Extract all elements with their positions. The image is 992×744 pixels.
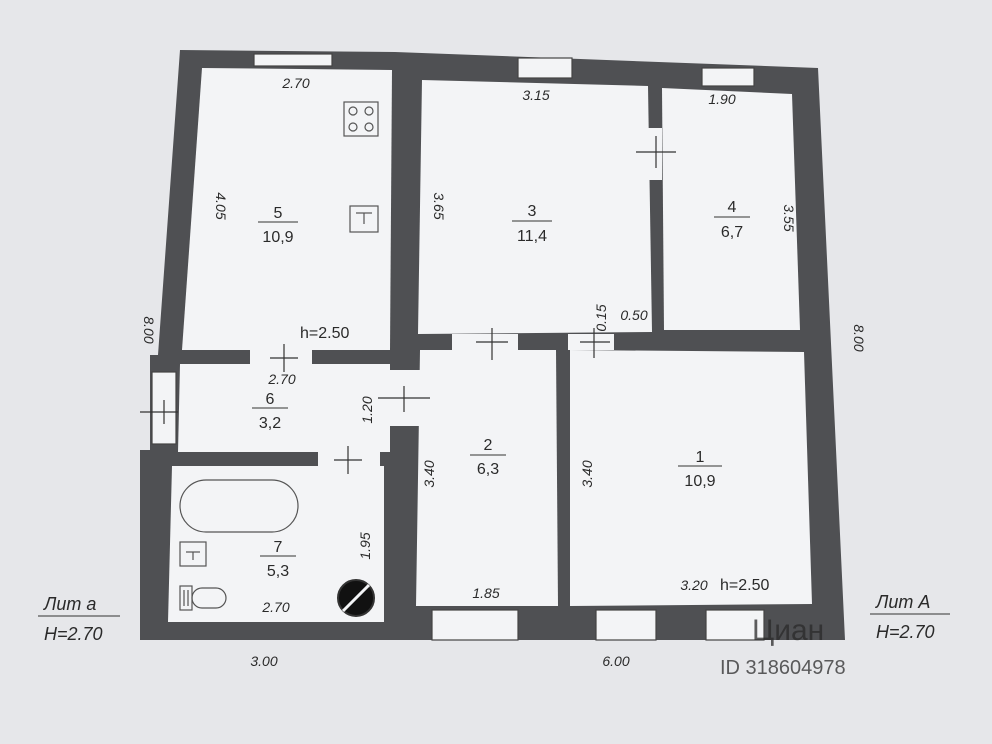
- liter-a-label: Лит а H=2.70: [38, 594, 120, 644]
- svg-text:11,4: 11,4: [517, 228, 547, 245]
- dim-r5-height: 4.05: [213, 192, 229, 219]
- door-3-4: [648, 128, 662, 180]
- dim-r7-height: 1.95: [357, 532, 373, 559]
- window-bottom-1: [431, 609, 519, 641]
- door-marks: [140, 136, 676, 474]
- watermark-id: ID 318604978: [720, 657, 846, 679]
- watermark-brand: Циан: [752, 614, 824, 647]
- dim-r4-height: 3.55: [781, 204, 797, 231]
- dim-r1-width: 3.20: [680, 577, 707, 593]
- room-5-area: 10,9: [262, 229, 293, 246]
- svg-text:4: 4: [728, 199, 737, 216]
- svg-text:7: 7: [274, 539, 283, 556]
- sink-icon: [349, 205, 379, 233]
- room-3-label: 3 11,4: [512, 203, 552, 245]
- toilet-icon: [179, 585, 227, 611]
- svg-text:3,2: 3,2: [259, 415, 281, 432]
- ceiling-height-left: h=2.50: [300, 325, 349, 342]
- svg-text:6,7: 6,7: [721, 224, 743, 241]
- svg-text:6,3: 6,3: [477, 461, 499, 478]
- ceiling-height-right: h=2.50: [720, 577, 769, 594]
- dim-r3-width: 3.15: [522, 87, 549, 103]
- svg-text:Лит А: Лит А: [875, 592, 930, 612]
- dim-r1-height: 3.40: [579, 460, 595, 487]
- bathtub-icon: [179, 479, 299, 533]
- dim-r6-width: 2.70: [267, 371, 295, 387]
- room-2-label: 2 6,3: [470, 437, 506, 478]
- svg-text:H=2.70: H=2.70: [876, 622, 935, 642]
- window-top-mid: [517, 57, 573, 79]
- dim-r3-height: 3.65: [431, 192, 447, 219]
- room-5-floor: [182, 68, 392, 350]
- dim-r6-height: 1.20: [359, 396, 375, 423]
- dim-right-total: 8.00: [851, 324, 867, 351]
- svg-text:Лит а: Лит а: [43, 594, 96, 614]
- dim-bottom-right: 6.00: [602, 653, 629, 669]
- room-7-label: 7 5,3: [260, 539, 296, 580]
- window-bottom-3: [705, 609, 765, 641]
- room-1-label: 1 10,9: [678, 449, 722, 490]
- dim-r2-height: 3.40: [421, 460, 437, 487]
- washbasin-icon: [179, 541, 207, 567]
- stove-icon: [343, 101, 379, 137]
- dim-r2-width: 1.85: [472, 585, 499, 601]
- boiler-icon: [337, 579, 375, 617]
- room-4-label: 4 6,7: [714, 199, 750, 241]
- dim-r4-width: 1.90: [708, 91, 735, 107]
- dim-r5-width: 2.70: [281, 75, 309, 91]
- dim-r7-width: 2.70: [261, 599, 289, 615]
- room-5-label: 5 10,9: [258, 205, 298, 246]
- window-bottom-2: [595, 609, 657, 641]
- liter-A-label: Лит А H=2.70: [870, 592, 950, 642]
- svg-text:5,3: 5,3: [267, 563, 289, 580]
- window-top-right: [701, 67, 755, 87]
- svg-text:3: 3: [528, 203, 537, 220]
- room-7-floor: [168, 466, 384, 622]
- svg-text:1: 1: [696, 449, 705, 466]
- svg-text:H=2.70: H=2.70: [44, 624, 103, 644]
- svg-text:6: 6: [266, 391, 275, 408]
- room-1-floor: [570, 350, 812, 606]
- dim-small-gap: 0.15: [593, 304, 609, 331]
- dim-small-gap2: 0.50: [620, 307, 647, 323]
- room-2-floor: [416, 350, 558, 606]
- room-6-label: 6 3,2: [252, 391, 288, 432]
- room-3-floor: [418, 80, 652, 334]
- door-6-7: [318, 452, 380, 466]
- dim-bottom-left: 3.00: [250, 653, 277, 669]
- svg-text:5: 5: [274, 205, 283, 222]
- svg-text:10,9: 10,9: [684, 473, 715, 490]
- window-top-left: [253, 53, 333, 67]
- room-4-floor: [662, 88, 800, 330]
- door-5-6: [250, 350, 312, 364]
- dim-left-total: 8.00: [141, 316, 157, 343]
- svg-text:2: 2: [484, 437, 493, 454]
